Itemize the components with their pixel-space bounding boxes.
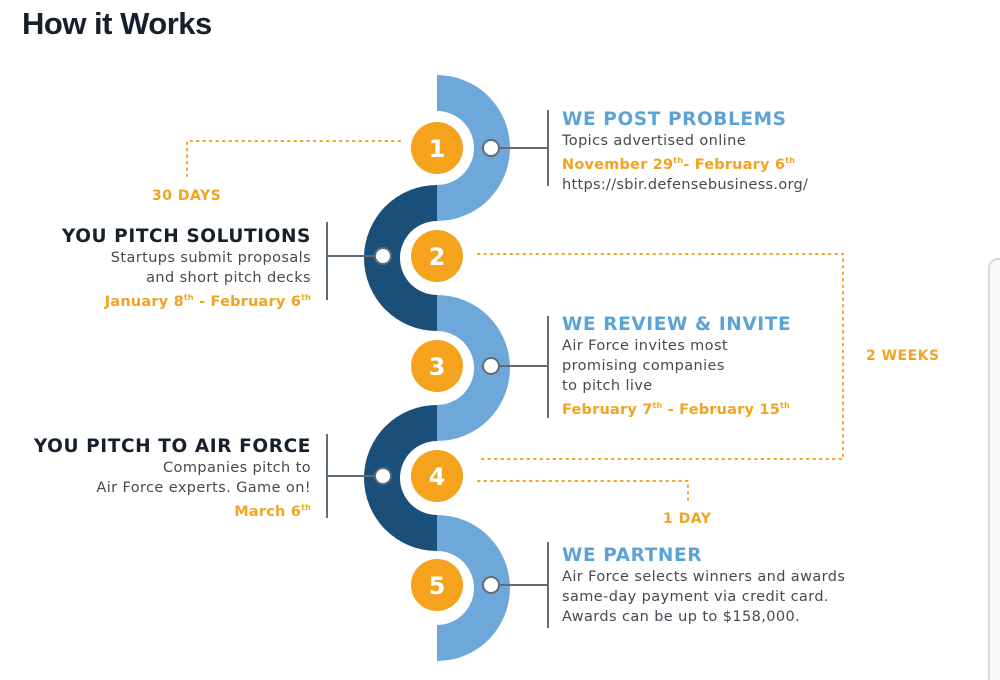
duration-2-weeks: 2 WEEKS xyxy=(866,348,940,364)
step-1-text: WE POST PROBLEMS Topics advertised onlin… xyxy=(562,109,808,195)
step-2-line-2: and short pitch decks xyxy=(146,270,311,286)
step-1-circle xyxy=(411,122,463,174)
step-5-heading: WE PARTNER xyxy=(562,545,703,566)
step-1-date: November 29th- February 6th xyxy=(562,156,796,173)
step-5-line-3: Awards can be up to $158,000. xyxy=(562,609,801,625)
ribbon-segment-3 xyxy=(437,295,510,441)
step-3-line-1: Air Force invites most xyxy=(562,338,728,354)
knob-2 xyxy=(374,247,392,265)
step-1-number: 1 xyxy=(429,135,446,163)
scrollbar-edge[interactable] xyxy=(988,258,1000,680)
knob-1 xyxy=(482,139,500,157)
duration-30-days: 30 DAYS xyxy=(152,188,222,204)
step-2-date: January 8th - February 6th xyxy=(104,293,311,310)
step-4-heading: YOU PITCH TO AIR FORCE xyxy=(33,436,311,457)
step-1-line-1: Topics advertised online xyxy=(562,133,747,149)
knob-3 xyxy=(482,357,500,375)
knob-5 xyxy=(482,576,500,594)
step-4-text: YOU PITCH TO AIR FORCE Companies pitch t… xyxy=(0,436,311,522)
step-3-line-3: to pitch live xyxy=(562,378,653,394)
duration-bracket-1-day xyxy=(477,480,689,501)
step-4-number: 4 xyxy=(429,463,446,491)
step-5-number: 5 xyxy=(429,572,446,600)
duration-bracket-30-days xyxy=(186,140,401,177)
duration-bracket-2-weeks xyxy=(477,253,844,460)
step-1-heading: WE POST PROBLEMS xyxy=(562,109,787,130)
step-1-link[interactable]: https://sbir.defensebusiness.org/ xyxy=(562,177,809,193)
step-4-date: March 6th xyxy=(234,503,311,520)
step-5-circle xyxy=(411,559,463,611)
step-4-line-2: Air Force experts. Game on! xyxy=(96,480,311,496)
step-2-circle xyxy=(411,230,463,282)
knob-4 xyxy=(374,467,392,485)
step-2-number: 2 xyxy=(429,243,446,271)
step-5-text: WE PARTNER Air Force selects winners and… xyxy=(562,545,845,627)
step-5-line-1: Air Force selects winners and awards xyxy=(562,569,846,585)
step-3-circle xyxy=(411,340,463,392)
step-5-line-2: same-day payment via credit card. xyxy=(562,589,829,605)
step-3-number: 3 xyxy=(429,353,446,381)
step-2-heading: YOU PITCH SOLUTIONS xyxy=(61,226,311,247)
step-3-date: February 7th - February 15th xyxy=(562,401,790,418)
ribbon-segment-5 xyxy=(437,515,510,661)
step-3-text: WE REVIEW & INVITE Air Force invites mos… xyxy=(562,314,791,420)
step-2-line-1: Startups submit proposals xyxy=(110,250,311,266)
ribbon-segment-2 xyxy=(364,185,437,331)
step-4-line-1: Companies pitch to xyxy=(163,460,311,476)
step-4-circle xyxy=(411,450,463,502)
ribbon-segment-4 xyxy=(364,405,437,551)
step-2-text: YOU PITCH SOLUTIONS Startups submit prop… xyxy=(0,226,311,312)
ribbon-segment-1 xyxy=(437,75,510,221)
step-3-line-2: promising companies xyxy=(562,358,725,374)
page-title: How it Works xyxy=(22,6,212,41)
step-3-heading: WE REVIEW & INVITE xyxy=(562,314,792,335)
duration-1-day: 1 DAY xyxy=(663,511,712,527)
